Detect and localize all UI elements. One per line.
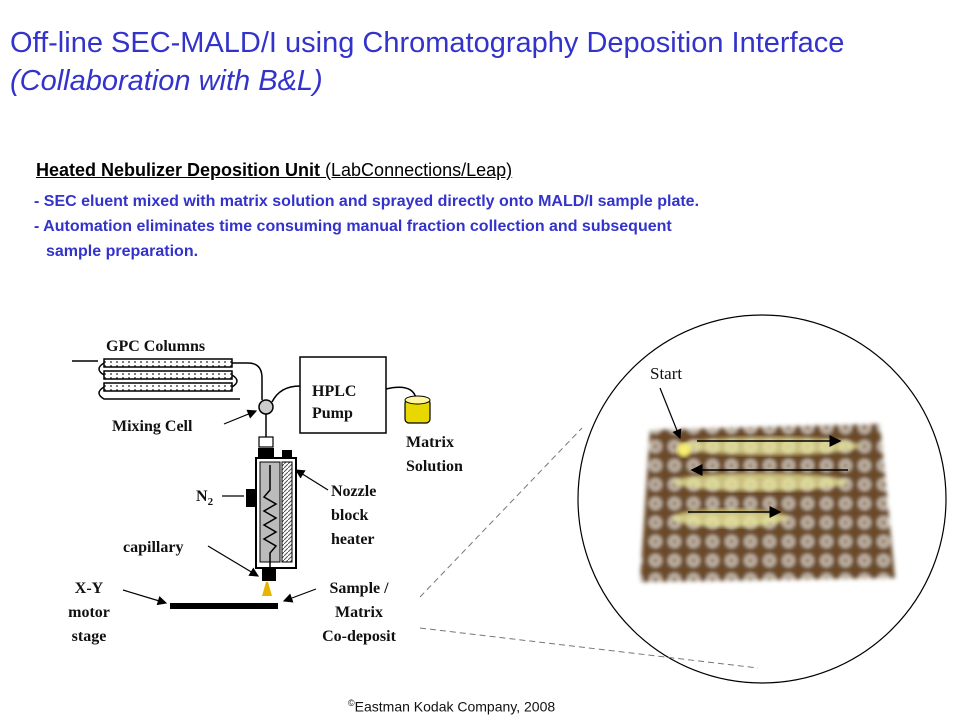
label-hplc: HPLC [312,383,357,400]
bullet-1: - SEC eluent mixed with matrix solution … [34,193,700,210]
title-line-2: (Collaboration with B&L) [10,65,323,97]
hplc-pump-box [299,356,387,434]
mixing-cell-icon [258,399,274,415]
xy-stage-pointer [122,589,168,606]
label-solution: Solution [406,458,463,475]
label-n2-main: N [196,488,208,505]
label-matrix: Matrix [406,434,454,451]
mixing-cell-arrow [223,409,258,425]
title-line-1: Off-line SEC-MALD/I using Chromatography… [10,27,845,59]
zoom-line-bottom [419,627,759,669]
label-sample: Sample / [329,580,389,597]
label-nozzle: Nozzle [331,483,377,500]
label-xy: X-Y [74,580,104,597]
nozzle-tip [262,569,276,581]
label-start: Start [650,364,683,383]
heading-rest: (LabConnections/Leap) [320,160,513,180]
bullet-2: - Automation eliminates time consuming m… [34,218,672,235]
label-xy-motor-stage: X-Y motor stage [56,577,122,649]
bullet-2-continued: sample preparation. [46,243,199,260]
fitting-block [258,448,274,458]
fitting-top [258,436,274,448]
gpc-columns-icon [98,358,263,400]
spray-plume [262,582,272,596]
label-mixing-cell: Mixing Cell [112,418,193,435]
matrix-bottle-icon [404,395,431,424]
label-matrix-2: Matrix [335,604,383,621]
copyright-text: Eastman Kodak Company, 2008 [354,698,556,715]
copyright-footer: ©Eastman Kodak Company, 2008 [348,698,555,715]
maldi-sample-plate [640,424,895,582]
label-motor: motor [68,604,110,621]
label-stage: stage [71,628,107,645]
copyright-symbol: © [348,698,355,708]
pump-line [271,385,301,403]
label-heater: heater [331,531,375,548]
nozzle-block-icon [222,457,297,570]
label-n2: N2 [196,486,213,513]
fitting-right [282,450,292,458]
start-pointer [659,387,682,440]
zoom-line-top [419,427,583,598]
nozzle-pointer [294,469,329,491]
heading-bold: Heated Nebulizer Deposition Unit [36,160,321,180]
bullet-list: - SEC eluent mixed with matrix solution … [34,189,934,264]
slide-title: Off-line SEC-MALD/I using Chromatography… [10,24,955,100]
label-pump: Pump [312,405,353,422]
label-capillary: capillary [123,539,184,556]
label-block: block [331,507,369,524]
xy-motor-stage [170,603,278,609]
label-matrix-solution: Matrix Solution [406,431,463,479]
label-sample-codeposit: Sample / Matrix Co-deposit [306,577,412,649]
capillary-pointer [207,545,260,577]
label-nozzle-block-heater: Nozzle block heater [331,480,376,552]
codeposit-pointer [282,588,317,603]
label-gpc-columns: GPC Columns [106,338,206,355]
label-n2-sub: 2 [207,496,214,509]
label-codeposit: Co-deposit [322,628,396,645]
section-heading: Heated Nebulizer Deposition Unit (LabCon… [36,160,512,181]
label-hplc-pump: HPLC Pump [312,381,356,425]
